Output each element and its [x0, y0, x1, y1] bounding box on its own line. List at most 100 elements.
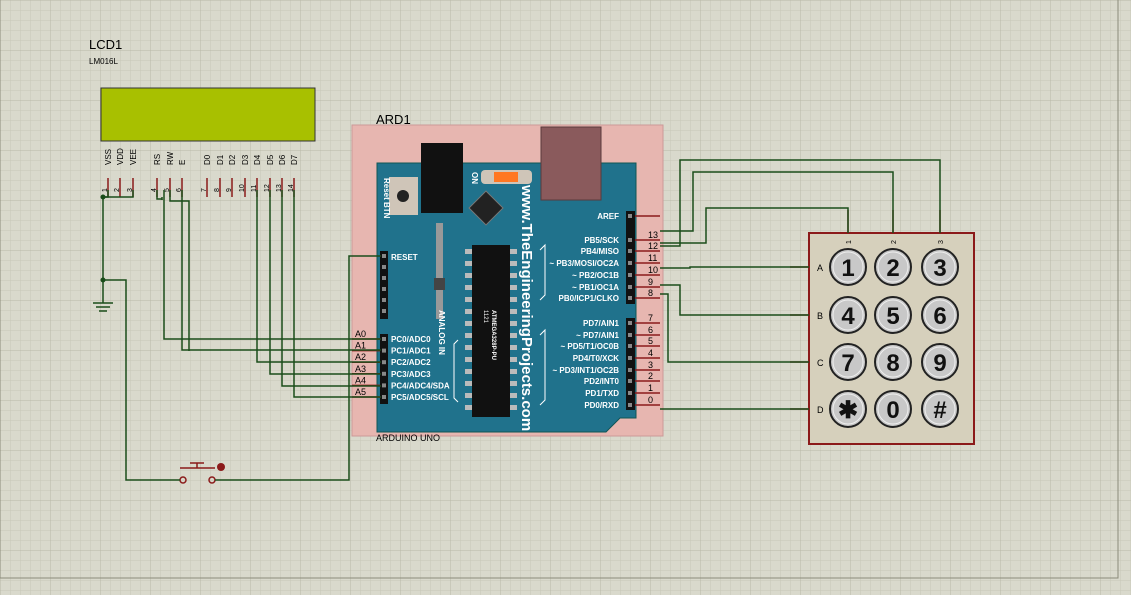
header-socket	[382, 309, 386, 313]
col-label: 1	[846, 240, 853, 244]
lcd-pin-d2[interactable]: D29	[226, 154, 237, 197]
keypad-key[interactable]: #	[921, 390, 959, 428]
arduino-ref: ARD1	[376, 112, 411, 127]
key-label: 5	[886, 303, 899, 330]
chip-leg	[465, 357, 472, 362]
reset-pushbutton[interactable]	[179, 462, 225, 484]
lcd-pin-label: E	[178, 160, 187, 165]
lcd-pin-number: 13	[276, 184, 283, 192]
pin-number: A2	[355, 352, 366, 362]
key-label: 8	[886, 350, 899, 377]
keypad-key[interactable]: 3	[921, 248, 959, 286]
pin-number: A0	[355, 329, 366, 339]
reset-btn-label: Reset BTN	[382, 178, 391, 219]
wire-col1	[660, 207, 849, 244]
chip-leg	[510, 405, 517, 410]
junction-dots	[100, 194, 106, 283]
keypad-key[interactable]: 6	[921, 296, 959, 334]
wire-d5-a3	[269, 190, 381, 375]
pin-label: PD0/RXD	[584, 401, 619, 410]
pin-number: 7	[648, 313, 653, 323]
lcd-component[interactable]: LCD1 LM016L VSS1VDD2VEE3RS4RW5E6D07D18D2…	[89, 37, 316, 197]
pin-label: PD1/TXD	[585, 389, 619, 398]
arduino-part: ARDUINO UNO	[376, 433, 440, 443]
keypad-key[interactable]: 0	[874, 390, 912, 428]
keypad-key[interactable]: 4	[829, 296, 867, 334]
arduino-pin-d9[interactable]: 9~ PB1/OC1A	[572, 277, 660, 292]
lcd-pin-label: D6	[278, 154, 287, 165]
arduino-pin-d5[interactable]: 5~ PD5/T1/OC0B	[561, 336, 660, 351]
arduino-pin-daref[interactable]: AREF	[597, 212, 660, 221]
pin-number: 12	[648, 241, 658, 251]
analog-in-label: ANALOG IN	[437, 310, 446, 355]
pin-label: PC1/ADC1	[391, 347, 431, 356]
chip-leg	[465, 345, 472, 350]
chip-leg	[465, 297, 472, 302]
pin-number: 6	[648, 325, 653, 335]
key-label: 3	[933, 255, 946, 282]
arduino-pin-d3[interactable]: 3~ PD3/INT1/OC2B	[553, 360, 660, 375]
lcd-pin-number: 10	[239, 184, 246, 192]
lcd-pin-number: 14	[288, 184, 295, 192]
pin-number: 0	[648, 395, 653, 405]
wire-rw	[169, 190, 190, 351]
arduino-component[interactable]: ARD1 Reset BTN ON www.TheEngineeringProj…	[351, 112, 664, 443]
arduino-pin-d10[interactable]: 10~ PB2/OC1B	[572, 265, 660, 280]
pin-number: 10	[648, 265, 658, 275]
arduino-pin-d6[interactable]: 6~ PD7/AIN1	[576, 325, 660, 340]
pin-label: PB5/SCK	[584, 236, 619, 245]
wire-d6-a4	[281, 190, 381, 387]
arduino-pin-d11[interactable]: 11~ PB3/MOSI/OC2A	[549, 253, 660, 268]
analog-bracket	[453, 339, 459, 403]
lcd-pin-number: 7	[201, 188, 208, 192]
lcd-pin-d1[interactable]: D18	[214, 154, 225, 197]
keypad-key[interactable]: 2	[874, 248, 912, 286]
crystal	[468, 190, 504, 226]
pin-label: PC4/ADC4/SDA	[391, 381, 450, 390]
pin-label: PB0/ICP1/CLKO	[559, 294, 619, 303]
on-label: ON	[470, 172, 479, 184]
keypad-key[interactable]: 5	[874, 296, 912, 334]
keypad-key[interactable]: ✱	[829, 390, 867, 428]
wire-rs	[156, 190, 163, 200]
wires	[102, 159, 941, 481]
reset-header	[380, 251, 388, 319]
on-led	[494, 172, 518, 182]
lcd-pin-label: RW	[166, 151, 175, 165]
chip-leg	[465, 249, 472, 254]
keypad-key[interactable]: 9	[921, 343, 959, 381]
keypad-key[interactable]: 7	[829, 343, 867, 381]
lcd-pin-d0[interactable]: D0 7	[201, 154, 212, 197]
digital-header-top	[626, 211, 635, 304]
lcd-pin-label: D0	[203, 154, 212, 165]
analog-header	[380, 334, 388, 404]
sheet-border	[0, 0, 1119, 579]
key-label: 1	[841, 255, 854, 282]
keypad-key[interactable]: 1	[829, 248, 867, 286]
wire-rowC	[660, 293, 809, 363]
lcd-pin-label: VDD	[116, 148, 125, 165]
pin-label: AREF	[597, 212, 619, 221]
header-socket	[382, 287, 386, 291]
key-label: #	[933, 397, 946, 424]
lcd-pin-label: D1	[216, 154, 225, 165]
lcd-pin-label: VSS	[104, 149, 113, 165]
keypad-key[interactable]: 8	[874, 343, 912, 381]
row-label: A	[817, 263, 823, 273]
chip-leg	[510, 261, 517, 266]
ground-symbol	[93, 280, 113, 312]
reset-button[interactable]	[397, 190, 409, 202]
key-label: 0	[886, 397, 899, 424]
